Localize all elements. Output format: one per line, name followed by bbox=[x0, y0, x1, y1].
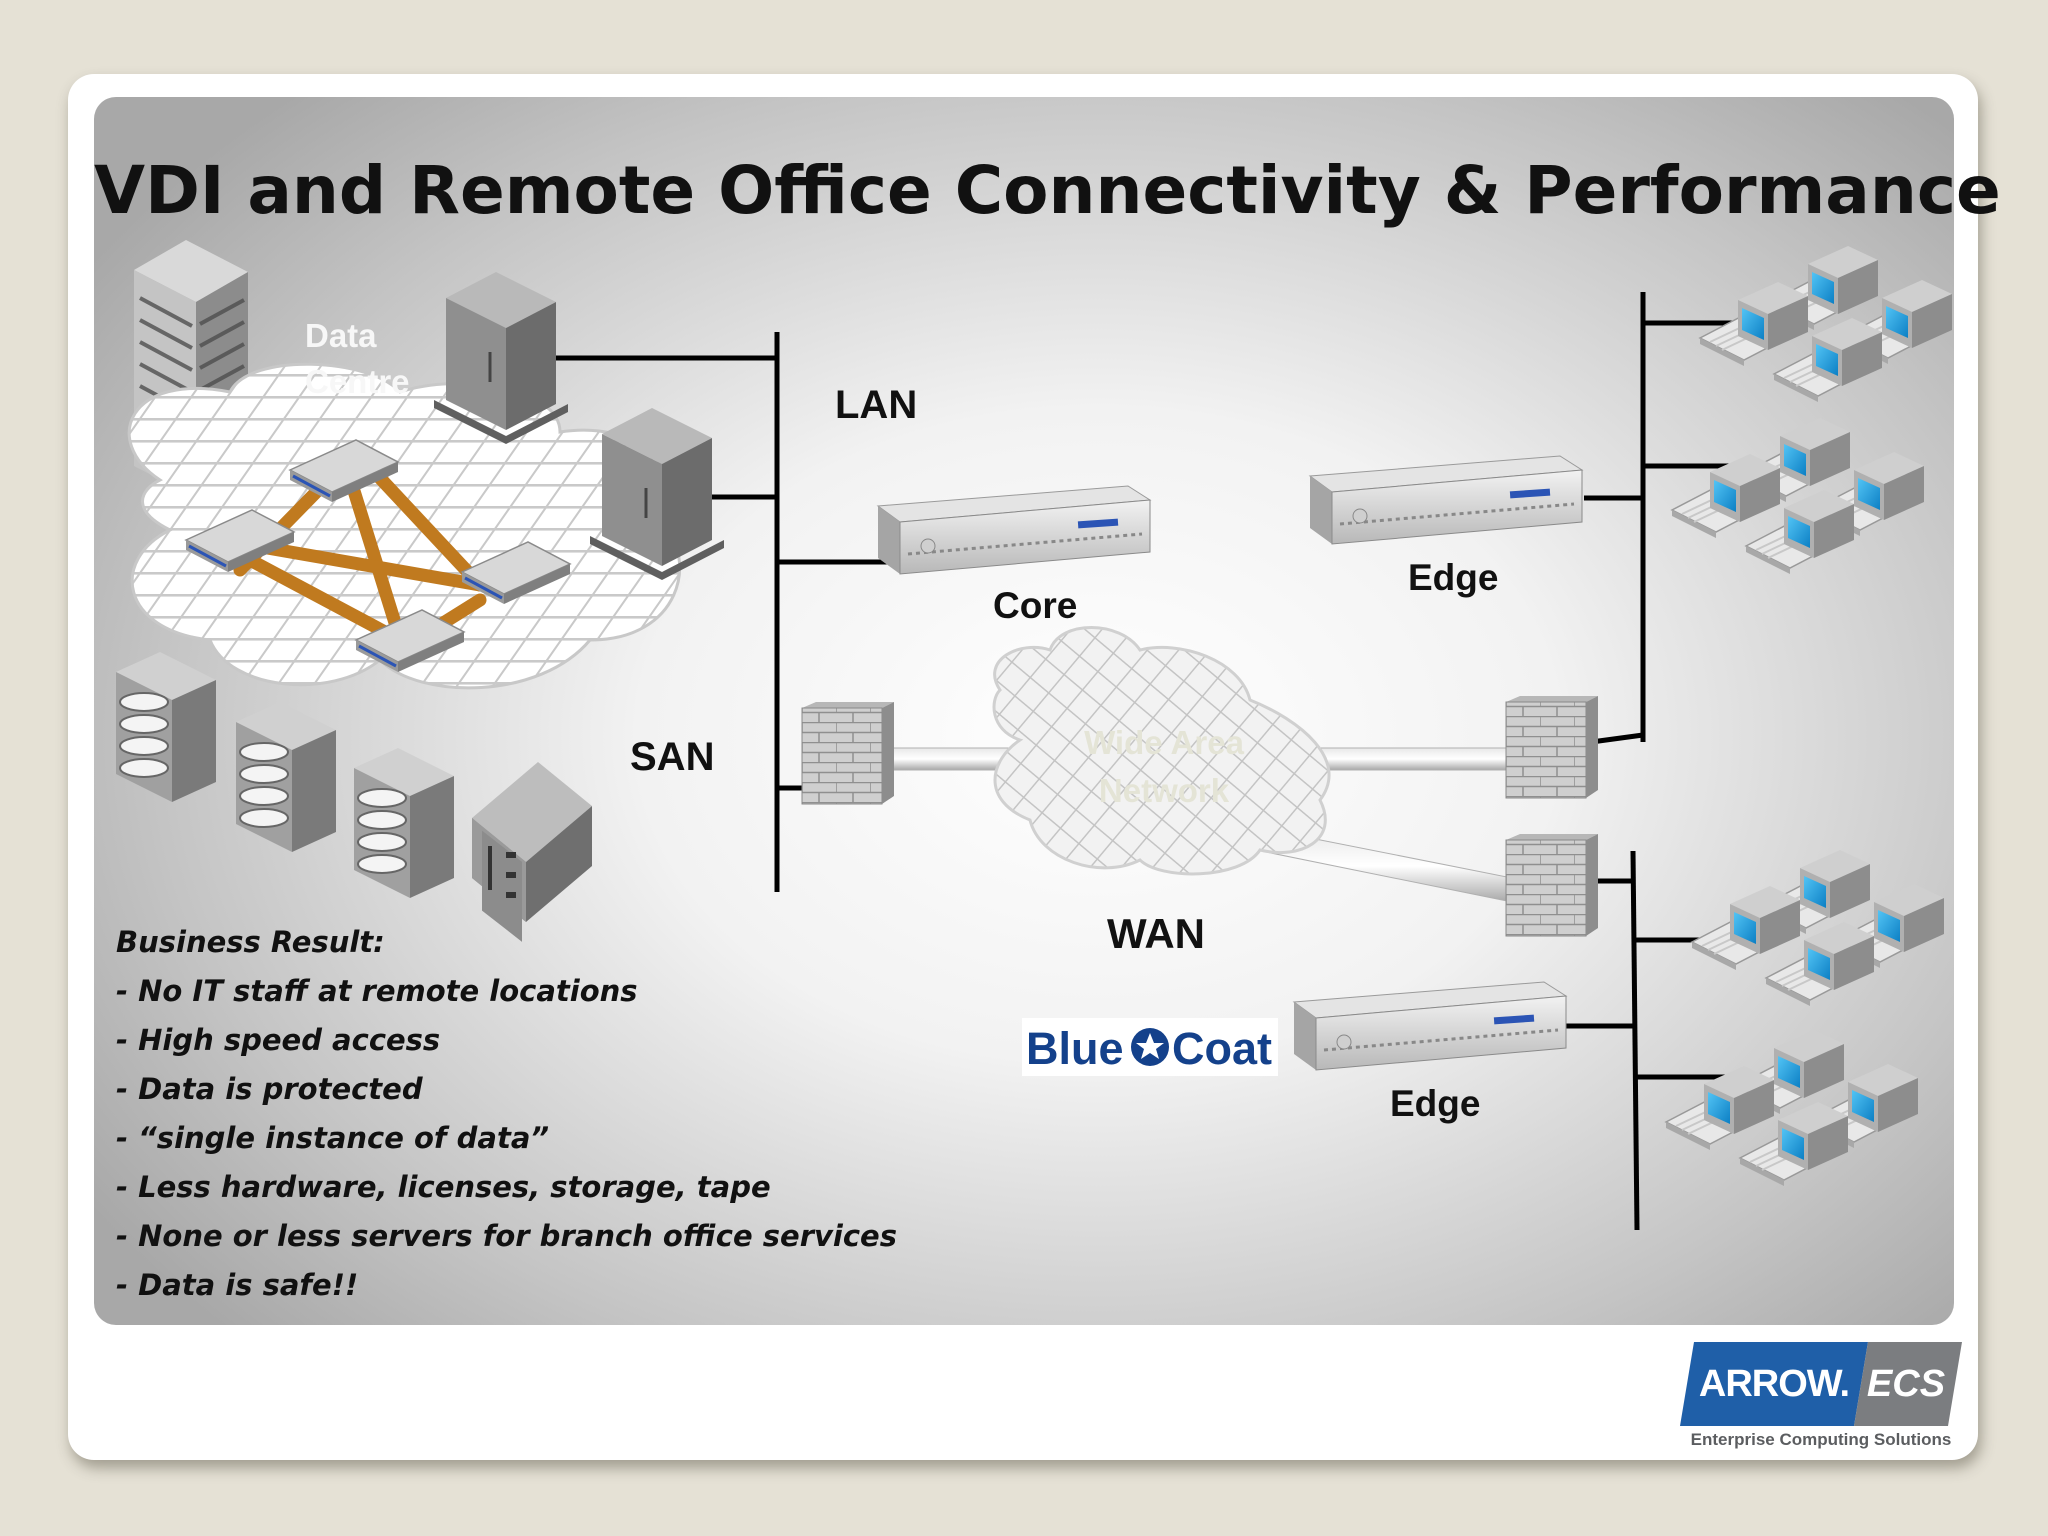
storage-disks bbox=[115, 651, 455, 899]
svg-text:Blue: Blue bbox=[1026, 1023, 1124, 1074]
firewall-icon bbox=[1505, 695, 1599, 799]
firewall-icon bbox=[801, 701, 895, 805]
pc-cluster bbox=[1672, 418, 1924, 574]
slide-title: VDI and Remote Office Connectivity & Per… bbox=[94, 152, 2001, 229]
lan-backbone bbox=[556, 332, 890, 892]
lan-label: LAN bbox=[835, 383, 917, 427]
wan-cloud bbox=[992, 626, 1331, 876]
list-item: - Data is protected bbox=[116, 1072, 423, 1106]
list-item: - Data is safe!! bbox=[116, 1268, 359, 1302]
list-item: - None or less servers for branch office… bbox=[116, 1219, 897, 1253]
data-centre-label: Data bbox=[305, 317, 377, 354]
edge-label-top: Edge bbox=[1408, 557, 1498, 598]
bluecoat-star-icon bbox=[1131, 1028, 1169, 1066]
business-result-heading: Business Result: bbox=[116, 925, 385, 959]
list-item: - No IT staff at remote locations bbox=[116, 974, 638, 1008]
list-item: - Less hardware, licenses, storage, tape bbox=[116, 1170, 771, 1204]
logo-brand: ARROW. bbox=[1680, 1342, 1868, 1426]
core-appliance bbox=[876, 484, 1152, 576]
svg-text:Coat: Coat bbox=[1172, 1023, 1272, 1074]
list-item: - “single instance of data” bbox=[116, 1121, 550, 1155]
pc-cluster bbox=[1666, 1030, 1918, 1186]
edge-appliance-bottom bbox=[1292, 980, 1568, 1072]
wan-links bbox=[889, 747, 1513, 903]
logo-mark: ARROW. ECS bbox=[1680, 1342, 1962, 1426]
edge-appliance-top bbox=[1308, 454, 1584, 546]
arrow-ecs-logo: ARROW. ECS Enterprise Computing Solution… bbox=[1680, 1342, 1962, 1454]
data-centre-cloud bbox=[127, 362, 682, 690]
pc-cluster bbox=[1700, 246, 1952, 402]
tape-library-icon bbox=[472, 762, 592, 942]
logo-division: ECS bbox=[1854, 1342, 1962, 1426]
wide-area-network-label: Wide Area bbox=[1084, 724, 1245, 761]
edge-label-bottom: Edge bbox=[1390, 1083, 1480, 1124]
business-result-list: Business Result: - No IT staff at remote… bbox=[116, 918, 897, 1310]
list-item: - High speed access bbox=[116, 1023, 441, 1057]
logo-tagline: Enterprise Computing Solutions bbox=[1690, 1430, 1952, 1449]
wan-label: WAN bbox=[1107, 910, 1205, 957]
wide-area-network-label-line2: Network bbox=[1099, 772, 1230, 809]
san-label: SAN bbox=[630, 735, 714, 779]
firewall-icon bbox=[1505, 833, 1599, 937]
core-label: Core bbox=[993, 585, 1077, 626]
bluecoat-logo: Blue Coat bbox=[1022, 1018, 1278, 1076]
data-centre-label-line2: Centre bbox=[305, 363, 410, 400]
pc-cluster bbox=[1692, 850, 1944, 1006]
